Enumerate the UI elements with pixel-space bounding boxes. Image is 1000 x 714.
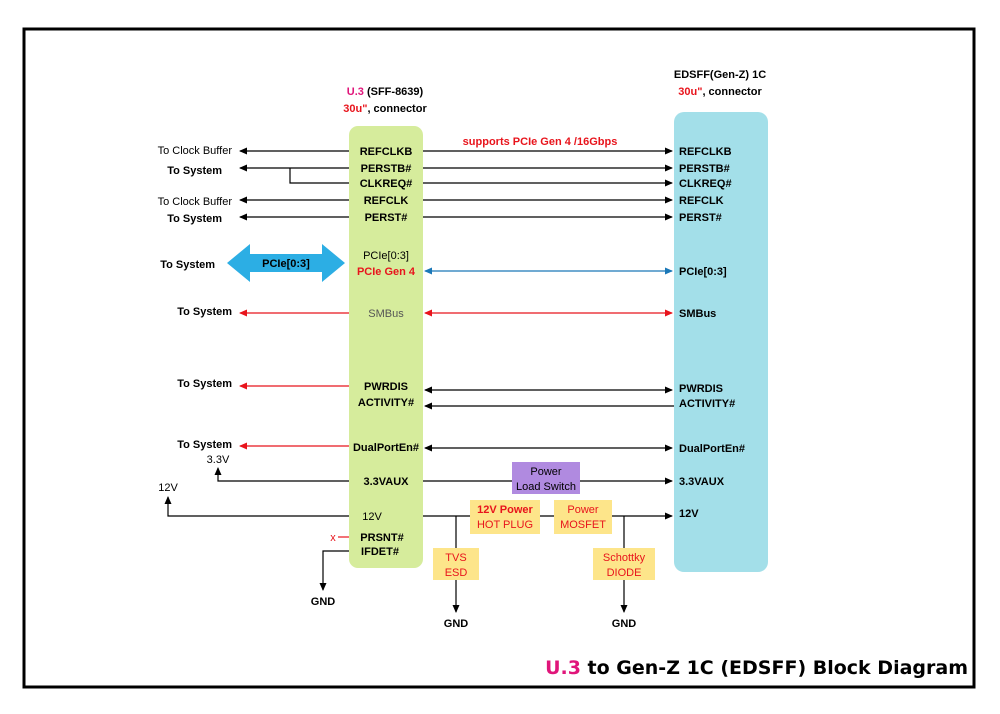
edsff-pin-dualporten: DualPortEn# (679, 443, 745, 455)
rail-12v-label: 12V (158, 482, 178, 494)
diagram-frame (22, 27, 976, 689)
u3-pin-refclkb: REFCLKB (360, 146, 413, 158)
load-switch-label-1: Power (530, 466, 562, 478)
pcie-bus-label: PCIe[0:3] (262, 258, 310, 270)
edsff-connector-box (674, 112, 768, 572)
edsff-pin-pcie-lanes: PCIe[0:3] (679, 266, 727, 278)
gnd-tvs: GND (444, 618, 469, 630)
v12-host-line (164, 496, 349, 517)
clkreq-tie-line (289, 168, 349, 184)
edsff-pin-perstb: PERSTB# (679, 163, 730, 175)
u3-pin-vaux: 3.3VAUX (363, 476, 409, 488)
gnd-schottky: GND (612, 618, 637, 630)
vaux-host-line (214, 467, 349, 482)
edsff-pin-refclkb: REFCLKB (679, 146, 732, 158)
gnd-ifdet: GND (311, 596, 336, 608)
prsnt-no-connect-mark: x (330, 532, 336, 544)
u3-pin-pcie-gen: PCIe Gen 4 (357, 266, 416, 278)
u3-pin-ifdet: IFDET# (361, 546, 399, 558)
hot-plug-box (470, 500, 540, 534)
edsff-pin-activity: ACTIVITY# (679, 398, 735, 410)
to-system-pwrdis: To System (177, 378, 232, 390)
edsff-pin-vaux: 3.3VAUX (679, 476, 725, 488)
edsff-pin-pwrdis: PWRDIS (679, 383, 723, 395)
pcie-bus-arrow (227, 244, 345, 282)
edsff-pin-refclk: REFCLK (679, 195, 724, 207)
u3-pin-refclk: REFCLK (364, 195, 409, 207)
u3-connector-finish: 30u", connector (343, 103, 427, 115)
to-system-pcie: To System (160, 259, 215, 271)
edsff-pin-perst: PERST# (679, 212, 722, 224)
edsff-connector-finish: 30u", connector (678, 86, 762, 98)
schottky-label-2: DIODE (607, 567, 642, 579)
u3-pin-12v: 12V (362, 511, 382, 523)
edsff-connector-title: EDSFF(Gen-Z) 1C (674, 69, 766, 81)
u3-pin-pwrdis: PWRDIS (364, 381, 408, 393)
ifdet-gnd-line (319, 550, 349, 591)
rail-3v3-label: 3.3V (207, 454, 230, 466)
u3-pin-prsnt: PRSNT# (360, 532, 403, 544)
to-system-2: To System (167, 213, 222, 225)
mosfet-box (554, 500, 612, 534)
tvs-label-2: ESD (445, 567, 468, 579)
to-clock-buffer-2: To Clock Buffer (158, 196, 233, 208)
u3-pin-pcie-lanes: PCIe[0:3] (363, 250, 409, 262)
edsff-pin-clkreq: CLKREQ# (679, 178, 732, 190)
mosfet-label-1: Power (567, 504, 599, 516)
to-system-smbus: To System (177, 306, 232, 318)
mosfet-label-2: MOSFET (560, 519, 606, 531)
u3-connector-title: U.3 (SFF-8639) (347, 86, 424, 98)
load-switch-box (512, 462, 580, 494)
u3-pin-clkreq: CLKREQ# (360, 178, 413, 190)
to-system-dualport: To System (177, 439, 232, 451)
tvs-box (433, 548, 479, 580)
to-clock-buffer-1: To Clock Buffer (158, 145, 233, 157)
diagram-title: U.3 to Gen-Z 1C (EDSFF) Block Diagram (545, 657, 968, 679)
u3-pin-smbus: SMBus (368, 308, 404, 320)
u3-pin-perstb: PERSTB# (361, 163, 412, 175)
schottky-box (593, 548, 655, 580)
to-system-1: To System (167, 165, 222, 177)
load-switch-label-2: Load Switch (516, 481, 576, 493)
edsff-pin-smbus: SMBus (679, 308, 716, 320)
hot-plug-label-1: 12V Power (477, 504, 533, 516)
u3-pin-perst: PERST# (365, 212, 408, 224)
u3-pin-activity: ACTIVITY# (358, 397, 414, 409)
tvs-label-1: TVS (445, 552, 466, 564)
edsff-pin-12v: 12V (679, 508, 699, 520)
schottky-label-1: Schottky (603, 552, 646, 564)
u3-connector-box (349, 126, 423, 568)
hot-plug-label-2: HOT PLUG (477, 519, 533, 531)
pcie-support-note: supports PCIe Gen 4 /16Gbps (463, 136, 618, 148)
u3-pin-dualporten: DualPortEn# (353, 442, 419, 454)
